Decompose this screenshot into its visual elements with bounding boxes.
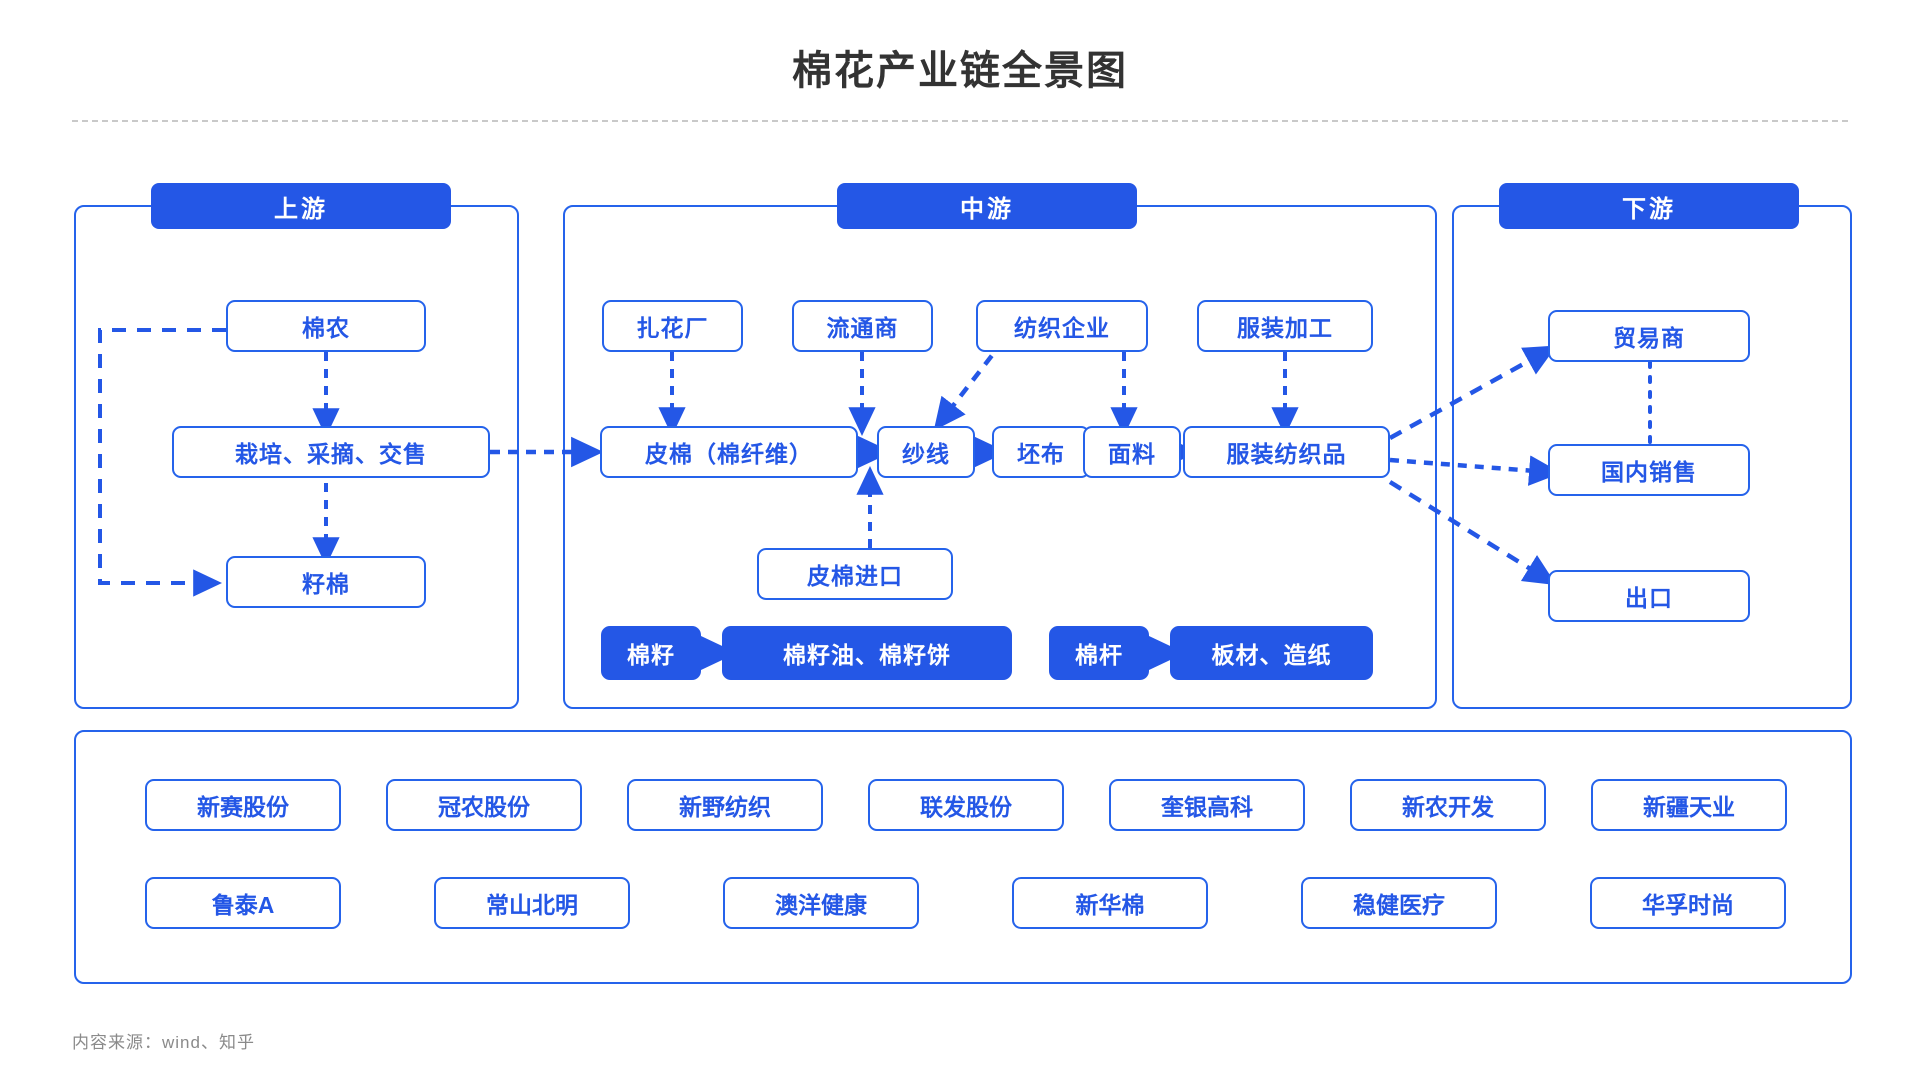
node-export[interactable]: 出口	[1548, 570, 1750, 622]
upstream-label: 上游	[274, 195, 328, 223]
company-tag[interactable]: 奎银高科	[1109, 779, 1305, 831]
company-tag[interactable]: 冠农股份	[386, 779, 582, 831]
company-tag[interactable]: 联发股份	[868, 779, 1064, 831]
node-garment-processing[interactable]: 服装加工	[1197, 300, 1373, 352]
downstream-label: 下游	[1622, 195, 1676, 223]
company-tag[interactable]: 新农开发	[1350, 779, 1546, 831]
company-tag[interactable]: 澳洋健康	[723, 877, 919, 929]
node-lint-cotton[interactable]: 皮棉（棉纤维）	[600, 426, 858, 478]
node-trader[interactable]: 贸易商	[1548, 310, 1750, 362]
node-grey-fabric[interactable]: 坯布	[992, 426, 1090, 478]
company-tag[interactable]: 新赛股份	[145, 779, 341, 831]
company-tag[interactable]: 新野纺织	[627, 779, 823, 831]
node-distributor[interactable]: 流通商	[792, 300, 933, 352]
company-tag[interactable]: 华孚时尚	[1590, 877, 1786, 929]
header-divider	[72, 120, 1848, 122]
node-yarn[interactable]: 纱线	[877, 426, 975, 478]
node-cottonseed[interactable]: 棉籽	[601, 626, 701, 680]
company-tag[interactable]: 新华棉	[1012, 877, 1208, 929]
company-tag[interactable]: 鲁泰A	[145, 877, 341, 929]
node-cultivate-pick-sell[interactable]: 栽培、采摘、交售	[172, 426, 490, 478]
downstream-label-badge: 下游	[1499, 183, 1799, 229]
midstream-label: 中游	[960, 195, 1014, 223]
midstream-label-badge: 中游	[837, 183, 1137, 229]
upstream-label-badge: 上游	[151, 183, 451, 229]
node-seed-cotton[interactable]: 籽棉	[226, 556, 426, 608]
company-tag[interactable]: 新疆天业	[1591, 779, 1787, 831]
page-title: 棉花产业链全景图	[792, 49, 1128, 93]
node-ginning-plant[interactable]: 扎花厂	[602, 300, 743, 352]
node-cottonseed-oil[interactable]: 棉籽油、棉籽饼	[722, 626, 1012, 680]
node-domestic-sales[interactable]: 国内销售	[1548, 444, 1750, 496]
node-apparel-textiles[interactable]: 服装纺织品	[1183, 426, 1390, 478]
node-board-paper[interactable]: 板材、造纸	[1170, 626, 1373, 680]
source-note: 内容来源：wind、知乎	[72, 1033, 255, 1052]
company-tag[interactable]: 稳健医疗	[1301, 877, 1497, 929]
node-lint-import[interactable]: 皮棉进口	[757, 548, 953, 600]
node-textile-enterprise[interactable]: 纺织企业	[976, 300, 1148, 352]
node-cotton-stalk[interactable]: 棉杆	[1049, 626, 1149, 680]
company-tag[interactable]: 常山北明	[434, 877, 630, 929]
node-cotton-farmer[interactable]: 棉农	[226, 300, 426, 352]
node-fabric[interactable]: 面料	[1083, 426, 1181, 478]
companies-frame	[74, 730, 1852, 984]
